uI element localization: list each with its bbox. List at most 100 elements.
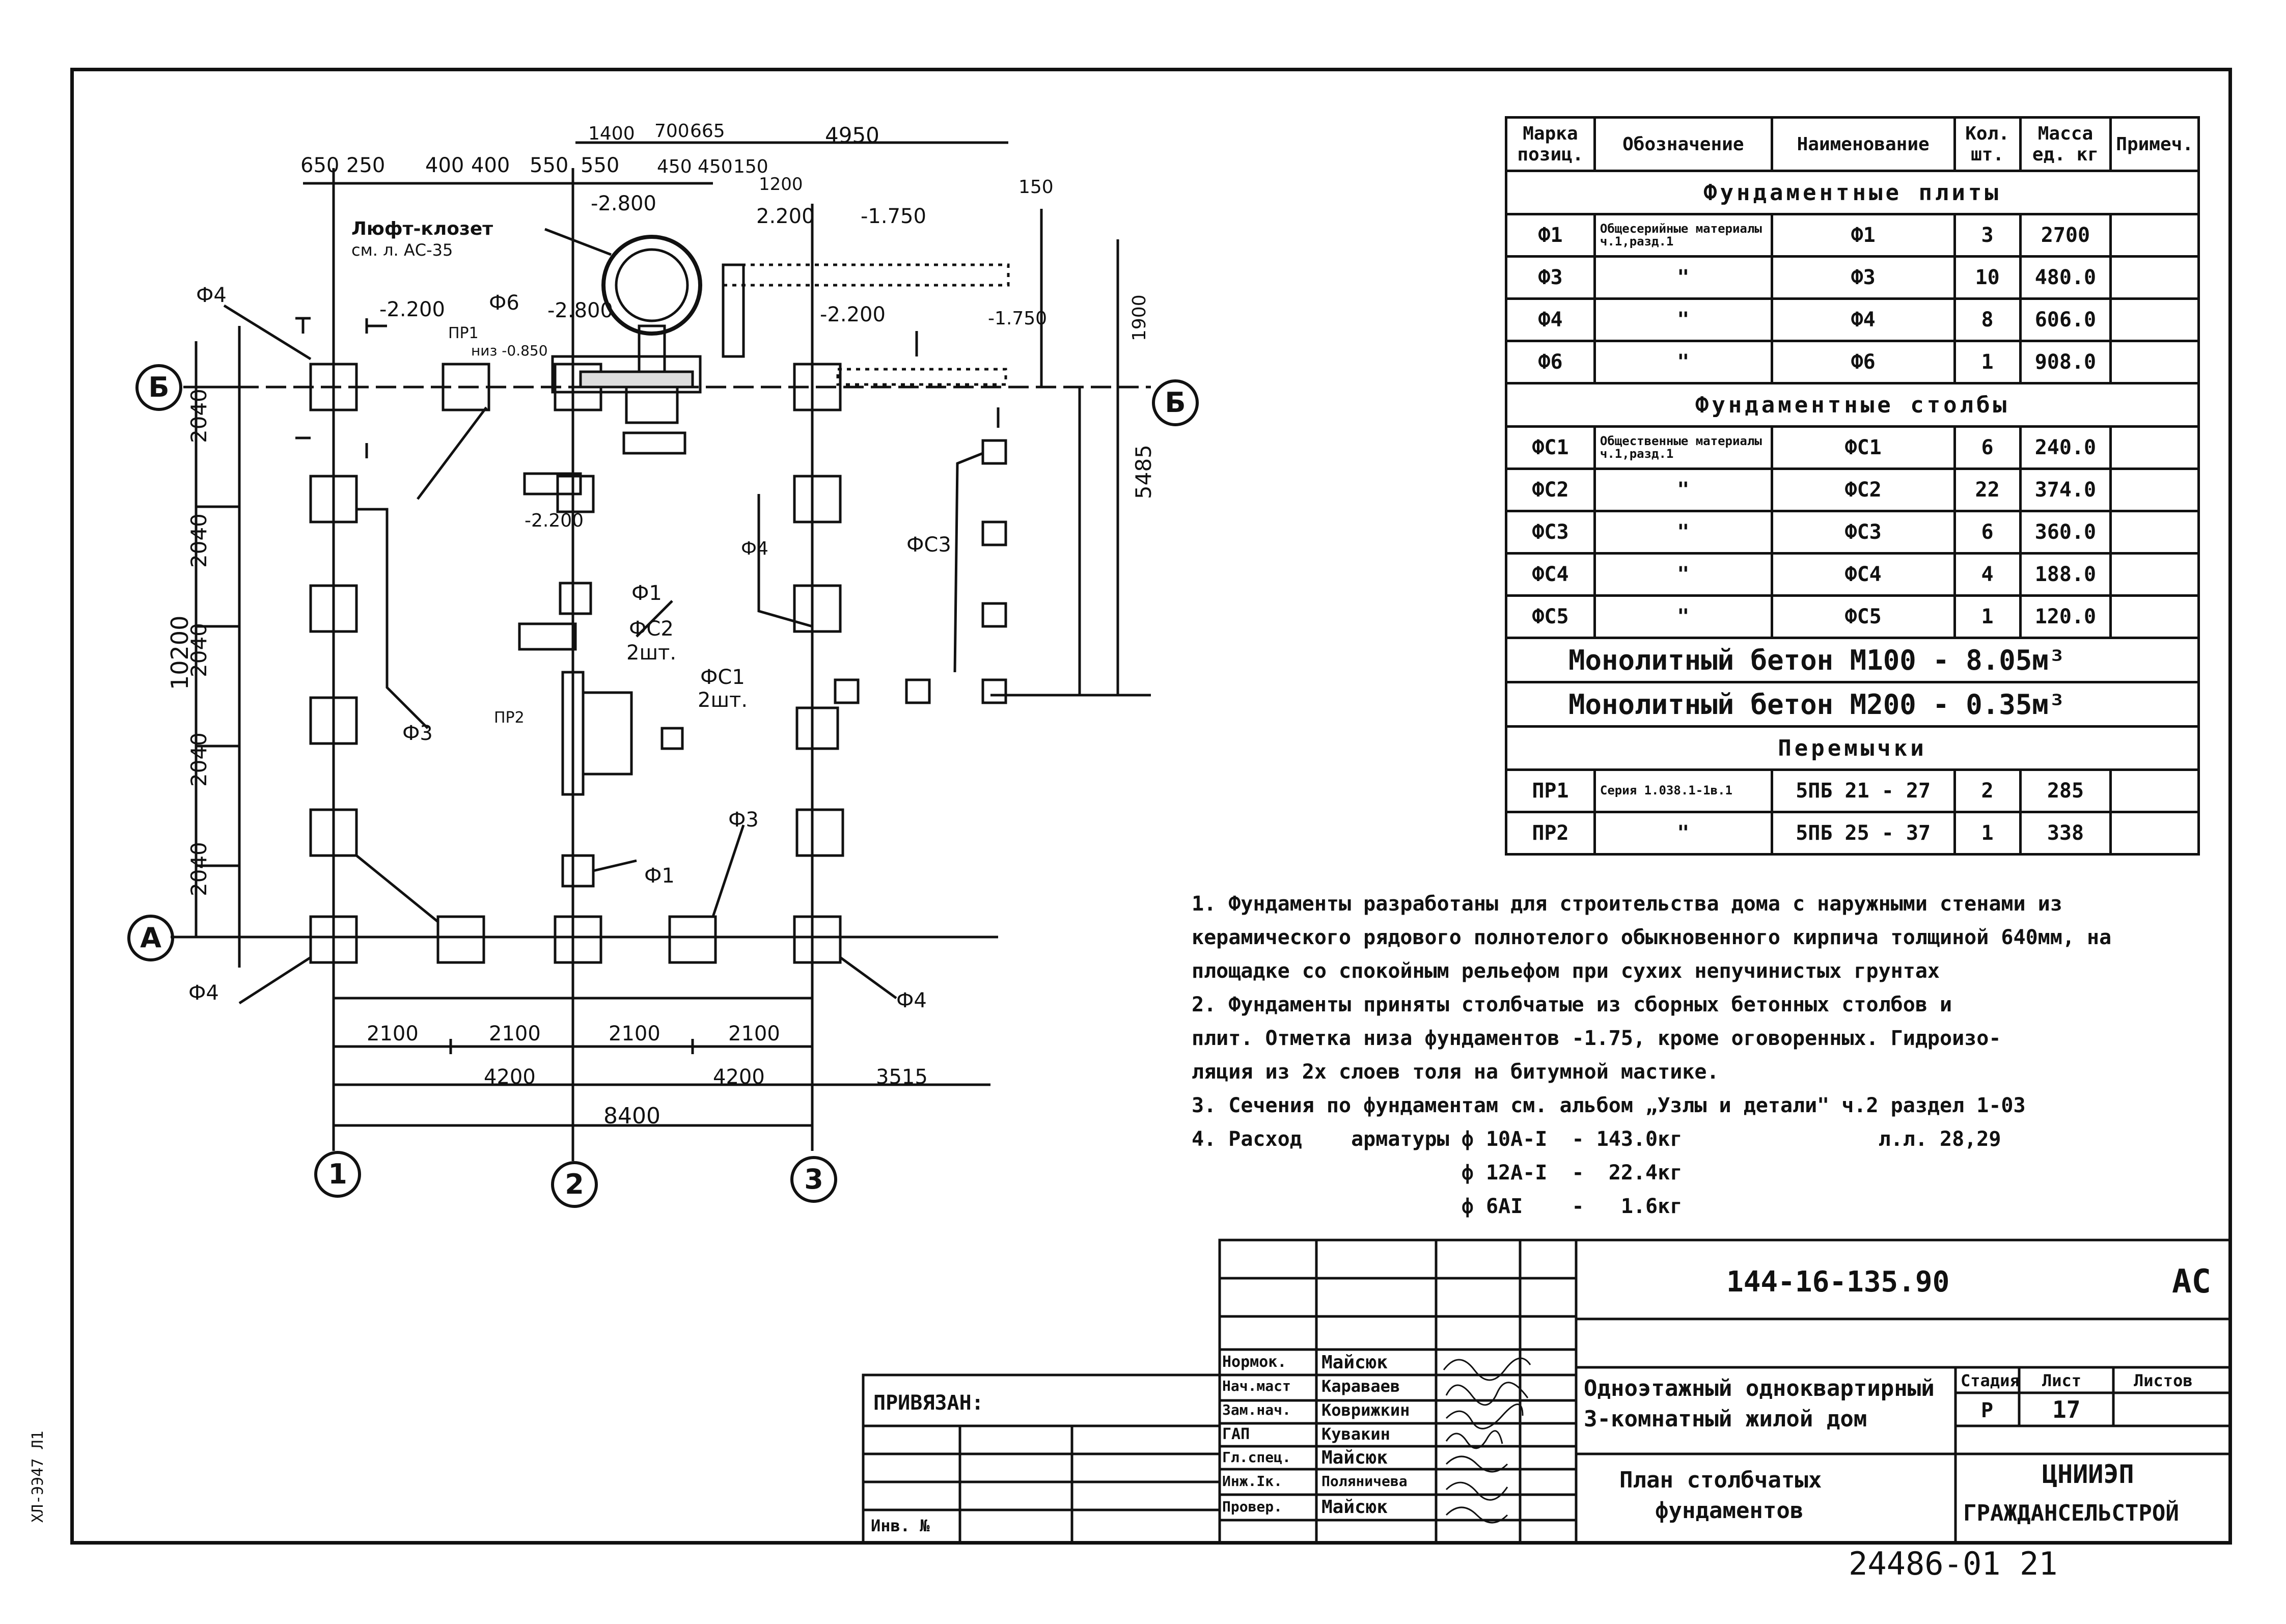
dim-bottom-2100b: 2100 (489, 1022, 541, 1045)
signature-name: Майсюк (1321, 1497, 1388, 1518)
spec-header: Обозначение (1593, 116, 1773, 172)
note-line: ф 6АI - 1.6кг (1192, 1195, 1683, 1218)
margin-code: ХЛ-ЭЭ47 Л1 (29, 1430, 47, 1523)
axis-bubble-b-right: Б (1152, 379, 1199, 426)
label-f4-top: Ф4 (196, 284, 227, 307)
sheet-title-2: фундаментов (1655, 1498, 1804, 1524)
label-fs2-qty: 2шт. (626, 641, 677, 665)
spec-header: Примеч. (2109, 116, 2200, 172)
label-fs1: ФС1 (700, 666, 745, 689)
dim-bottom-4200a: 4200 (484, 1065, 536, 1089)
dim-top-700: 700 (654, 121, 690, 142)
signature-role: Нормок. (1222, 1353, 1287, 1371)
level-niz: низ -0.850 (471, 342, 548, 359)
level-1750a: -1.750 (861, 205, 926, 228)
dim-top-400a: 400 (425, 154, 464, 177)
organization-2: ГРАЖДАНСЕЛЬСТРОЙ (1963, 1500, 2179, 1526)
label-f6: Ф6 (489, 291, 519, 315)
label-fs3: ФС3 (906, 533, 951, 557)
dim-bottom-8400: 8400 (603, 1103, 660, 1129)
sheet-number: 17 (2052, 1396, 2081, 1423)
level-2800b: -2.800 (547, 299, 613, 322)
doc-code: 144-16-135.90 (1726, 1265, 1950, 1299)
label-f4-mid: Ф4 (741, 538, 768, 559)
note-line: плит. Отметка низа фундаментов -1.75, кр… (1192, 1027, 2001, 1050)
spec-header: Наименование (1770, 116, 1956, 172)
dim-top-450b: 450 (698, 156, 733, 177)
note-line: 4. Расход арматуры ф 10А-I - 143.0кг л.л… (1192, 1127, 2001, 1151)
label-f3: Ф3 (402, 722, 433, 745)
sheet-label: Лист (2042, 1371, 2082, 1390)
signature-name: Поляничева (1321, 1473, 1408, 1490)
dim-top-1400: 1400 (588, 123, 635, 144)
label-lyuft-klozet: Люфт-клозет (351, 218, 493, 239)
label-f4-bottom-right: Ф4 (896, 989, 927, 1012)
spec-header: Кол. шт. (1953, 116, 2022, 172)
signature-role: Гл.спец. (1222, 1449, 1291, 1466)
level-2200a: -2.200 (379, 298, 445, 321)
dim-top-665: 665 (690, 121, 725, 142)
signature-name: Коврижкин (1321, 1400, 1410, 1420)
dim-bottom-2100c: 2100 (609, 1022, 660, 1045)
label-f3-lower: Ф3 (728, 808, 759, 832)
dim-top-150-right: 150 (1018, 177, 1054, 198)
signature-name: Майсюк (1321, 1352, 1388, 1373)
sheet-title-1: План столбчатых (1619, 1467, 1822, 1493)
stage-label: Стадия (1961, 1371, 2020, 1390)
spec-section-lintels: Перемычки (1505, 725, 2200, 771)
spec-header: Марка позиц. (1505, 116, 1596, 172)
note-line: 2. Фундаменты приняты столбчатые из сбор… (1192, 993, 1952, 1016)
note-line: керамического рядового полнотелого обыкн… (1192, 926, 2112, 949)
dim-top-4950: 4950 (825, 123, 879, 148)
dim-top-1200: 1200 (759, 174, 803, 195)
label-fs1-qty: 2шт. (698, 689, 748, 712)
dim-top-450a: 450 (657, 156, 692, 177)
organization-1: ЦНИИЭП (2042, 1460, 2134, 1489)
label-fs2: ФС2 (629, 617, 674, 641)
note-line: площадке со спокойным рельефом при сухих… (1192, 959, 1940, 983)
axis-bubble-1: 1 (314, 1151, 361, 1198)
label-pr2: ПР2 (494, 709, 525, 727)
inventory-label: Инв. № (871, 1516, 930, 1535)
label-pr1: ПР1 (448, 324, 479, 342)
label-f1: Ф1 (631, 582, 662, 605)
axis-bubble-3: 3 (790, 1156, 837, 1203)
signature-role: Нач.маст (1222, 1378, 1291, 1394)
dim-top-400b: 400 (471, 154, 510, 177)
signature-name: Караваев (1321, 1377, 1400, 1396)
dim-top-150: 150 (733, 156, 768, 177)
level-2200c: -2.200 (525, 510, 584, 531)
spec-section-plates: Фундаментные плиты (1505, 170, 2200, 215)
dim-top-650: 650 (300, 154, 340, 177)
signature-role: ГАП (1222, 1425, 1250, 1443)
level-1750b: -1.750 (988, 308, 1048, 329)
signature-name: Майсюк (1321, 1447, 1388, 1468)
signature-role: Инж.Iк. (1222, 1473, 1283, 1490)
note-line: 3. Сечения по фундаментам см. альбом „Уз… (1192, 1094, 2026, 1117)
axis-bubble-a: А (127, 915, 174, 961)
axis-bubble-b-left: Б (135, 364, 182, 411)
stage-value: Р (1981, 1399, 1994, 1422)
signature-role: Провер. (1222, 1498, 1283, 1515)
dim-bottom-3515: 3515 (876, 1065, 928, 1089)
level-2200b: -2.200 (820, 303, 886, 326)
spec-concrete-m100: Монолитный бетон М100 - 8.05м³ (1505, 637, 2200, 683)
signature-name: Кувакин (1321, 1424, 1390, 1444)
specification-table: Марка позиц. Обозначение Наименование Ко… (1505, 116, 2200, 856)
pad-f4 (309, 363, 358, 411)
signature-role: Зам.нач. (1222, 1401, 1291, 1418)
label-f1-lower: Ф1 (644, 864, 675, 888)
spec-header: Масса ед. кг (2019, 116, 2112, 172)
note-line: ляция из 2х слоев толя на битумной масти… (1192, 1060, 1719, 1084)
